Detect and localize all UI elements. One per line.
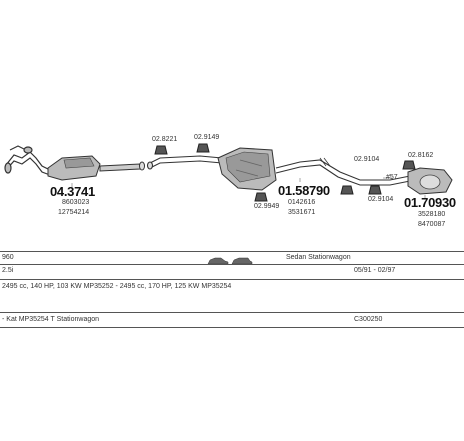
part-number-middle-muffler: 01.58790 [278, 183, 330, 198]
clamps [154, 143, 416, 202]
table-model: 960 [2, 254, 14, 261]
table-rule [0, 251, 464, 252]
part-ref-clamp: 02.9104 [368, 196, 394, 203]
table-code: C300250 [354, 316, 383, 323]
part-ref: 0142616 [288, 199, 316, 206]
part-ref-clamp: 02.8221 [152, 136, 178, 143]
car-body-icons [207, 257, 253, 265]
part-ref: 3528180 [418, 211, 446, 218]
part-ref-clamp: 02.9104 [354, 156, 380, 163]
middle-muffler [217, 147, 277, 191]
rear-muffler [407, 167, 453, 195]
table-rule [0, 264, 464, 265]
table-engine: 2.5i [2, 267, 14, 274]
front-pipe [4, 145, 51, 176]
part-ref-clamp: 02.8162 [408, 152, 434, 159]
center-pipe [146, 155, 223, 170]
part-number-front-pipe: 04.3741 [50, 184, 95, 199]
leader-lines [71, 177, 426, 199]
part-ref-marker: #57 [386, 174, 398, 181]
part-ref: 8603023 [62, 199, 90, 206]
table-rule [0, 327, 464, 328]
table-body: Sedan Stationwagon [286, 254, 351, 261]
table-rule [0, 279, 464, 280]
rear-pipe [275, 157, 411, 186]
part-ref: 12754214 [58, 209, 90, 216]
part-ref: 8470087 [418, 221, 446, 228]
part-ref-clamp: 02.9149 [194, 134, 220, 141]
table-years: 05/91 - 02/97 [354, 267, 396, 274]
catalytic-converter [47, 155, 145, 181]
table-rule [0, 312, 464, 313]
part-number-rear-muffler: 01.70930 [404, 195, 456, 210]
part-ref: 3531671 [288, 209, 316, 216]
part-ref-clamp: 02.9949 [254, 203, 280, 210]
table-spec: 2495 cc, 140 HP, 103 KW MP35252 - 2495 c… [2, 283, 232, 290]
table-note: - Kat MP35254 T Stationwagon [2, 316, 100, 323]
